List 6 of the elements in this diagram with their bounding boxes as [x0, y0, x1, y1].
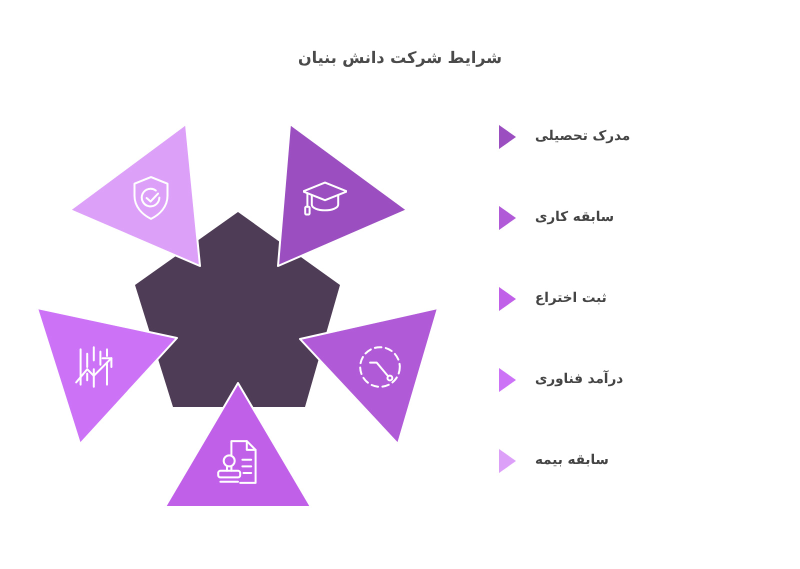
- legend-label: سابقه کاری: [535, 208, 614, 226]
- legend-label: سابقه بیمه: [535, 451, 609, 469]
- title: شرایط شرکت دانش بنیان: [298, 48, 502, 67]
- legend-label: ثبت اختراع: [535, 289, 607, 307]
- legend-label: مدرک تحصیلی: [535, 127, 630, 145]
- legend-label: درآمد فناوری: [535, 370, 624, 388]
